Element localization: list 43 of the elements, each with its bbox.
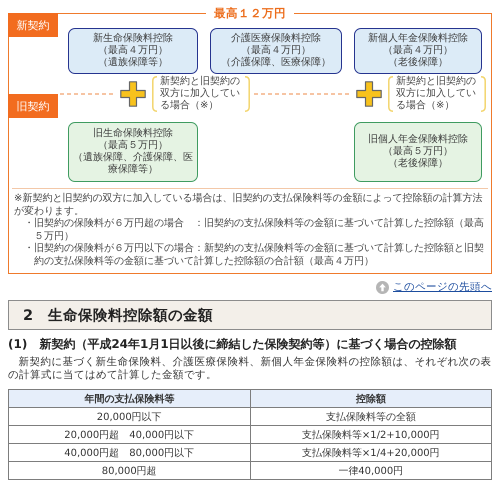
column-header: 年間の支払保険料等 bbox=[8, 390, 250, 408]
footnote-text: ※新契約と旧契約の双方に加入している場合は、旧契約の支払保険料等の金額によって控除額の計算方法が変わります。 bbox=[14, 193, 484, 218]
max-amount: （最高４万円） bbox=[383, 45, 453, 56]
coverage-note: （遺族保障等） bbox=[98, 57, 168, 69]
frame-title: 最高１２万円 bbox=[206, 6, 294, 20]
deduction-box bbox=[354, 122, 482, 182]
footnote-text: ・旧契約の保険料が６万円超の場合 ：旧契約の支払保険料等の金額に基づいて計算した控除額（最高５万円） bbox=[23, 218, 485, 242]
table-cell: 80,000円超 bbox=[8, 462, 250, 480]
deduction-box bbox=[210, 28, 342, 74]
table-cell: 一律40,000円 bbox=[250, 462, 492, 480]
subsection-heading: (1) 新契約（平成24年1月1日以後に締結した保険契約等）に基づく場合の控除額 bbox=[8, 337, 458, 352]
section-heading: 2 生命保険料控除額の金額 bbox=[8, 300, 492, 330]
deduction-box bbox=[68, 28, 198, 74]
footnote-text: ・旧契約の保険料が６万円以下の場合：新契約の支払保険料等の金額に基づいて計算した控除額と旧契約の支払保険料等の金額に基づいて計算した控除額の合計額（最高４万円） bbox=[23, 243, 485, 268]
deduction-box bbox=[68, 122, 198, 182]
table-cell: 支払保険料等×1/2+10,000円 bbox=[250, 426, 492, 444]
box-title: 新生命保険料控除 bbox=[93, 33, 173, 44]
column-header: 控除額 bbox=[250, 390, 492, 408]
note-text: 新契約と旧契約の双方に加入している場合（※） bbox=[160, 76, 241, 112]
section-tag: 新契約 bbox=[8, 13, 58, 37]
box-title: 旧生命保険料控除 bbox=[93, 128, 173, 140]
section-tag: 旧契約 bbox=[8, 94, 58, 118]
deduction-box bbox=[354, 28, 482, 74]
box-title: 新個人年金保険料控除 bbox=[368, 33, 468, 44]
diagram-frame bbox=[8, 6, 492, 274]
max-amount: （最高５万円） bbox=[98, 140, 168, 152]
coverage-note: （遺族保障、介護保障、医療保障等） bbox=[73, 152, 193, 176]
max-amount: （最高５万円） bbox=[383, 146, 453, 158]
coverage-note: （老後保障） bbox=[388, 57, 448, 69]
max-amount: （最高４万円） bbox=[98, 45, 168, 56]
body-text: 新契約に基づく新生命保険料、介護医療保険料、新個人年金保険料の控除額は、それぞれ次の表の計算式に当てはめて計算した金額です。 bbox=[8, 356, 492, 382]
note-text: 新契約と旧契約の双方に加入している場合（※） bbox=[396, 76, 477, 112]
box-title: 介護医療保険料控除 bbox=[231, 33, 321, 44]
table-cell: 40,000円超 80,000円以下 bbox=[8, 444, 250, 462]
box-title: 旧個人年金保険料控除 bbox=[368, 134, 468, 146]
page-top-link: このページの先頭へ bbox=[393, 280, 492, 294]
table-cell: 支払保険料等×1/4+20,000円 bbox=[250, 444, 492, 462]
table-cell: 支払保険料等の全額 bbox=[250, 408, 492, 426]
table-cell: 20,000円以下 bbox=[8, 408, 250, 426]
coverage-note: （介護保障、医療保障） bbox=[221, 57, 331, 69]
coverage-note: （老後保障） bbox=[388, 158, 448, 170]
max-amount: （最高４万円） bbox=[241, 45, 311, 56]
table-cell: 20,000円超 40,000円以下 bbox=[8, 426, 250, 444]
